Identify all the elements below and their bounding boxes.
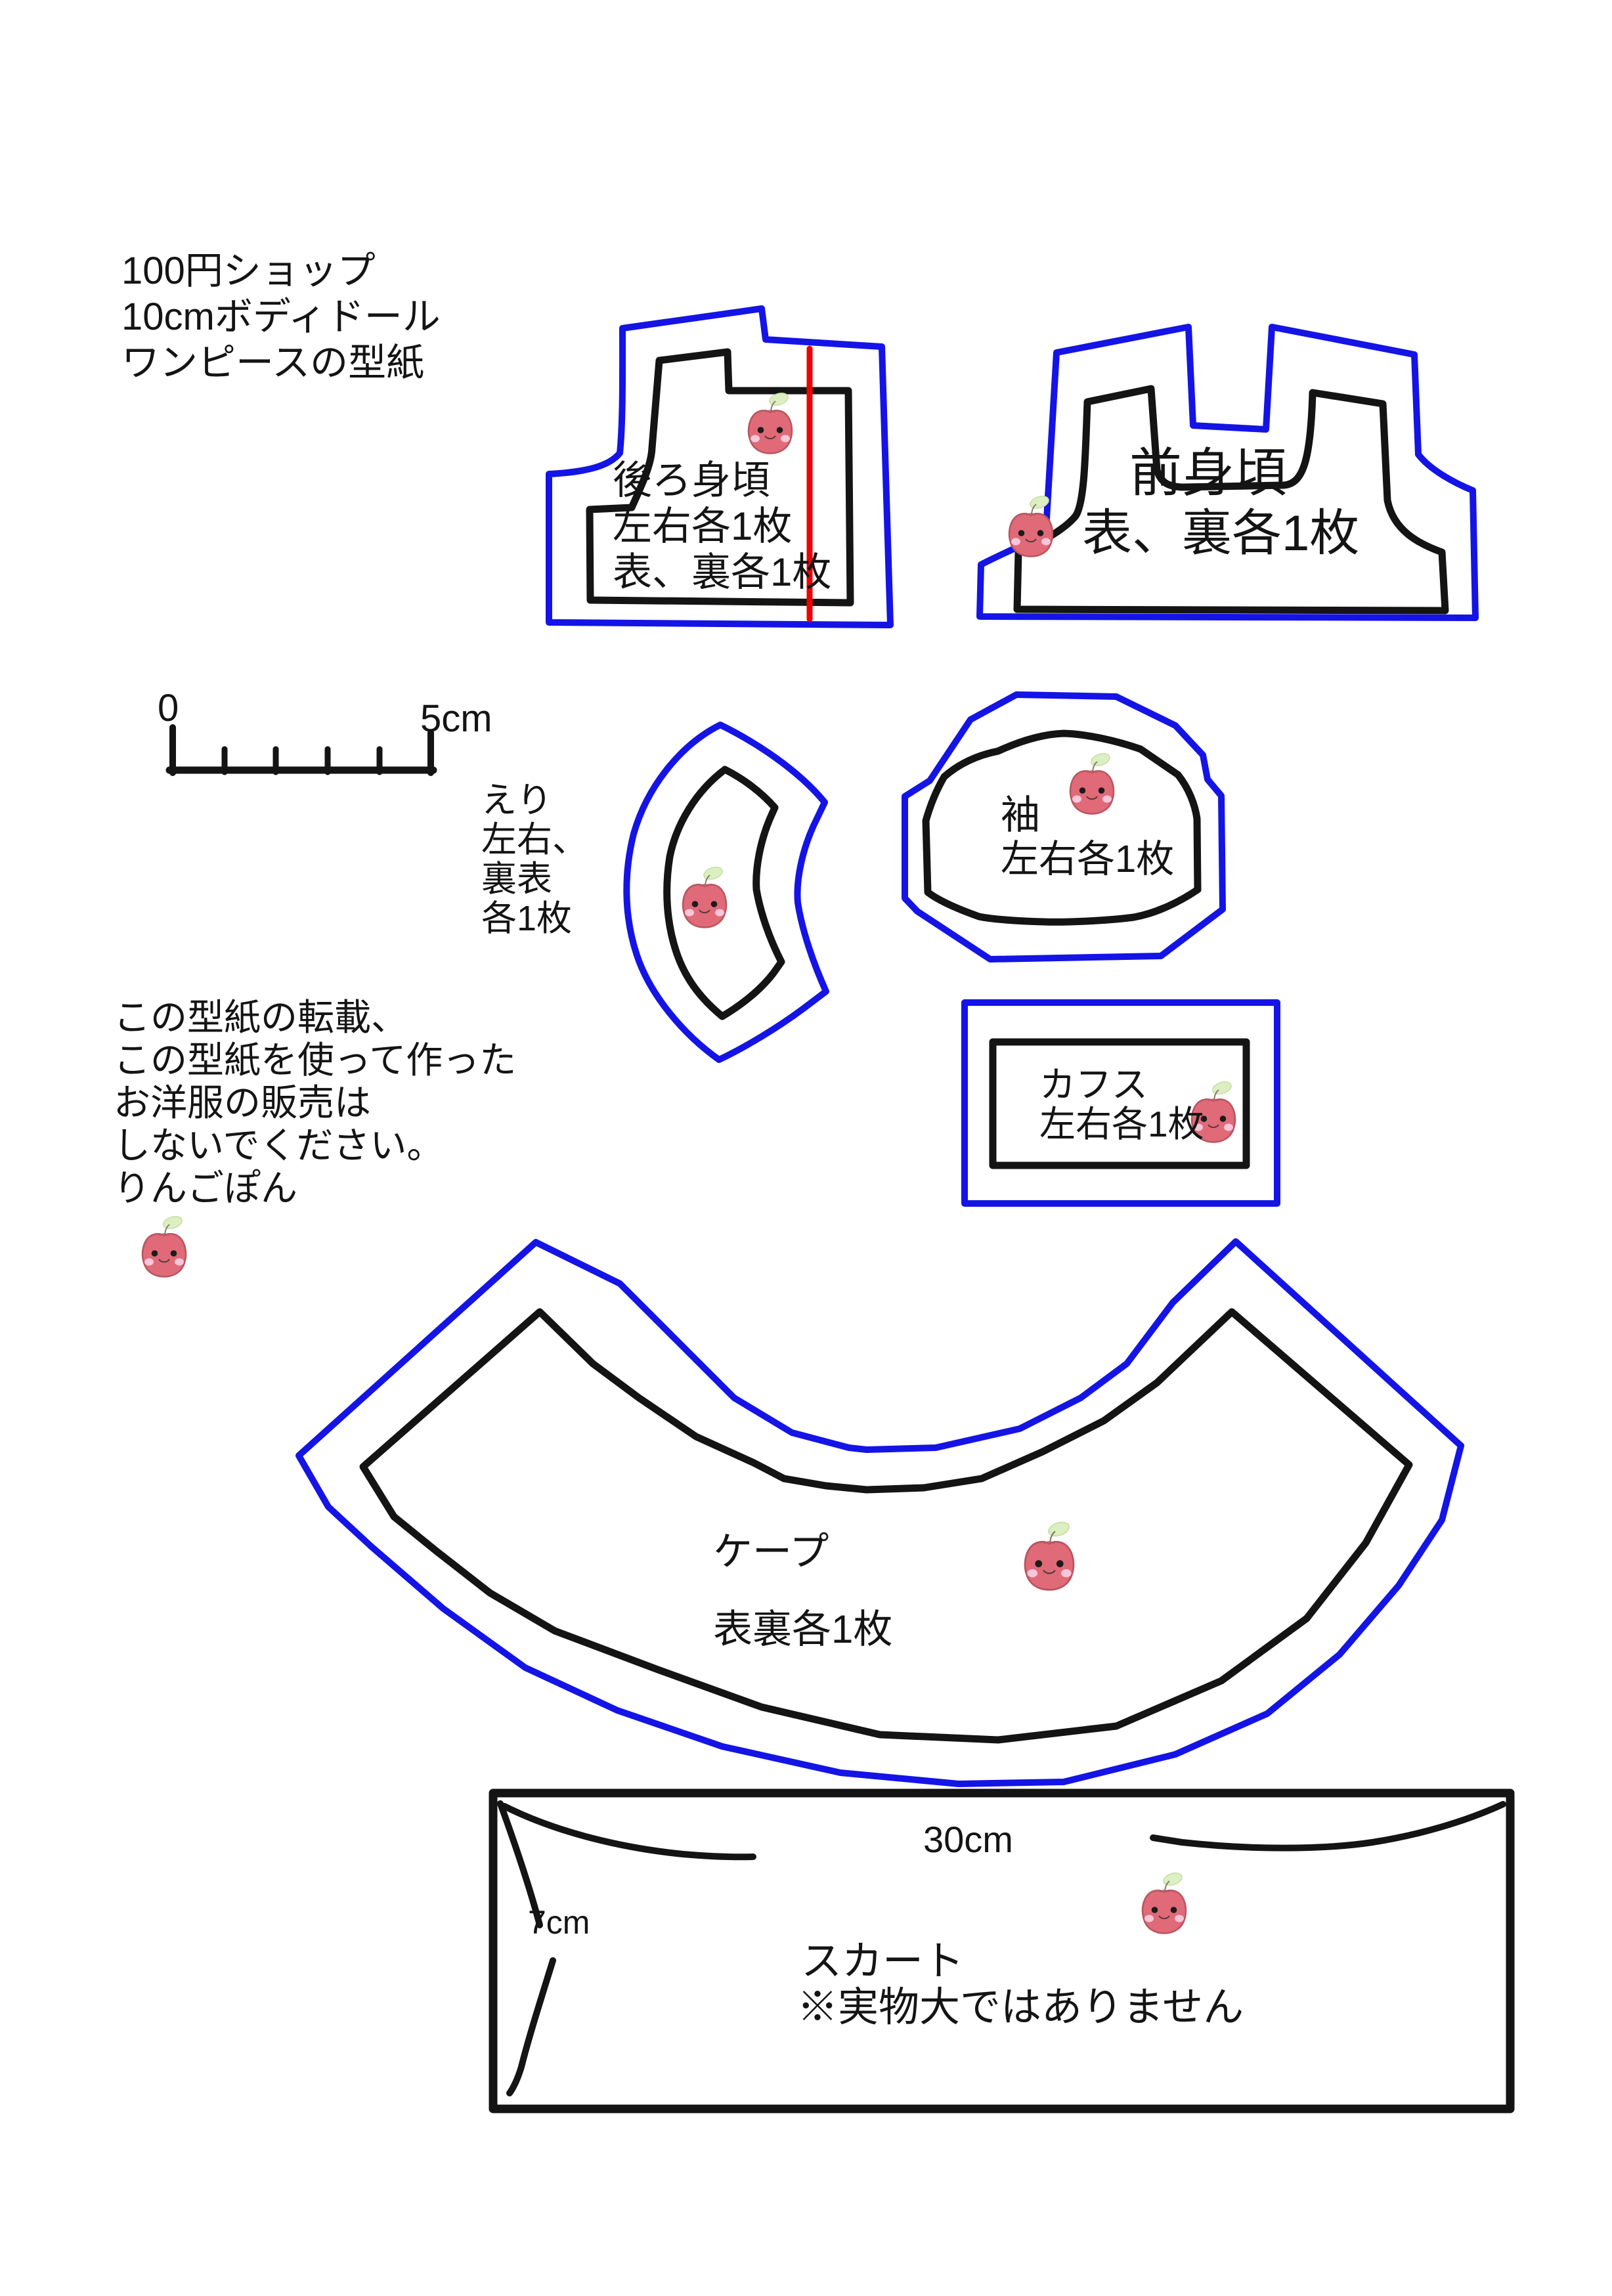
collar-name-label: えり [481, 781, 552, 820]
skirt-corner-diagonal-mark [497, 1800, 543, 1928]
cape-name-label: ケープ [713, 1530, 829, 1574]
cuffs-name-label: カフス [1039, 1064, 1148, 1105]
skirt-width-mark-left [501, 1803, 756, 1861]
collar-cut-note1: 左右、 [481, 820, 588, 859]
scale-ruler [165, 724, 437, 776]
sheet-title-line3: ワンピースの型紙 [121, 341, 425, 384]
skirt-name-label: スカート [801, 1939, 965, 1984]
sheet-title-line2: 10cmボディドール [121, 295, 441, 338]
sleeve-cut-note: 左右各1枚 [1001, 838, 1175, 880]
apple-mascot-icon [1069, 750, 1115, 815]
back-bodice-seam-allowance-outline [546, 305, 894, 628]
apple-mascot-icon [141, 1213, 187, 1278]
apple-mascot-icon [747, 390, 793, 454]
collar-pattern-outline [663, 766, 785, 1020]
skirt-width-label: 30cm [923, 1819, 1013, 1860]
sleeve-seam-allowance-outline [902, 691, 1226, 963]
sleeve-name-label: 袖 [1001, 793, 1040, 837]
skirt-pattern-outline [489, 1788, 1515, 2113]
front-bodice-pattern-outline [1013, 385, 1449, 615]
cuffs-seam-allowance-outline [961, 999, 1280, 1207]
collar-seam-allowance-outline [623, 722, 829, 1063]
sheet-title-line1: 100円ショップ [121, 249, 376, 292]
sleeve-pattern-outline [922, 729, 1202, 926]
copyright-notice-line4: しないでください。 [114, 1125, 444, 1166]
skirt-size-note: ※実物大ではありません [797, 1985, 1244, 2030]
apple-mascot-icon [1024, 1519, 1075, 1591]
author-name-label: りんごぽん [114, 1167, 297, 1209]
skirt-height-label: 7cm [528, 1904, 590, 1941]
cape-pattern-outline [359, 1308, 1413, 1744]
back-bodice-name-label: 後ろ身頃 [613, 458, 770, 502]
cape-cut-note: 表裏各1枚 [713, 1607, 893, 1651]
back-bodice-cut-note2: 表、裏各1枚 [613, 550, 832, 594]
front-bodice-name-label: 前身頃 [1129, 444, 1287, 502]
skirt-width-mark-right [1150, 1801, 1506, 1852]
apple-mascot-icon [1008, 493, 1054, 557]
apple-mascot-icon [682, 864, 728, 928]
ruler-end-label: 5cm [420, 697, 492, 740]
cuffs-pattern-outline [989, 1038, 1250, 1169]
copyright-notice-line3: お洋服の販売は [114, 1082, 371, 1123]
copyright-notice-line2: この型紙を使って作った [114, 1039, 517, 1081]
front-bodice-cut-note: 表、裏各1枚 [1082, 506, 1360, 561]
back-bodice-pattern-outline [586, 348, 854, 607]
skirt-height-mark [506, 1957, 556, 2096]
ruler-start-label: 0 [158, 687, 179, 729]
collar-cut-note3: 各1枚 [481, 899, 573, 938]
cuffs-cut-note: 左右各1枚 [1039, 1104, 1204, 1144]
collar-cut-note2: 裏表 [481, 859, 552, 899]
cape-seam-allowance-outline [295, 1238, 1464, 1787]
apple-mascot-icon [1141, 1870, 1187, 1934]
back-bodice-cut-note1: 左右各1枚 [613, 504, 793, 548]
copyright-notice-line1: この型紙の転載、 [114, 997, 408, 1038]
